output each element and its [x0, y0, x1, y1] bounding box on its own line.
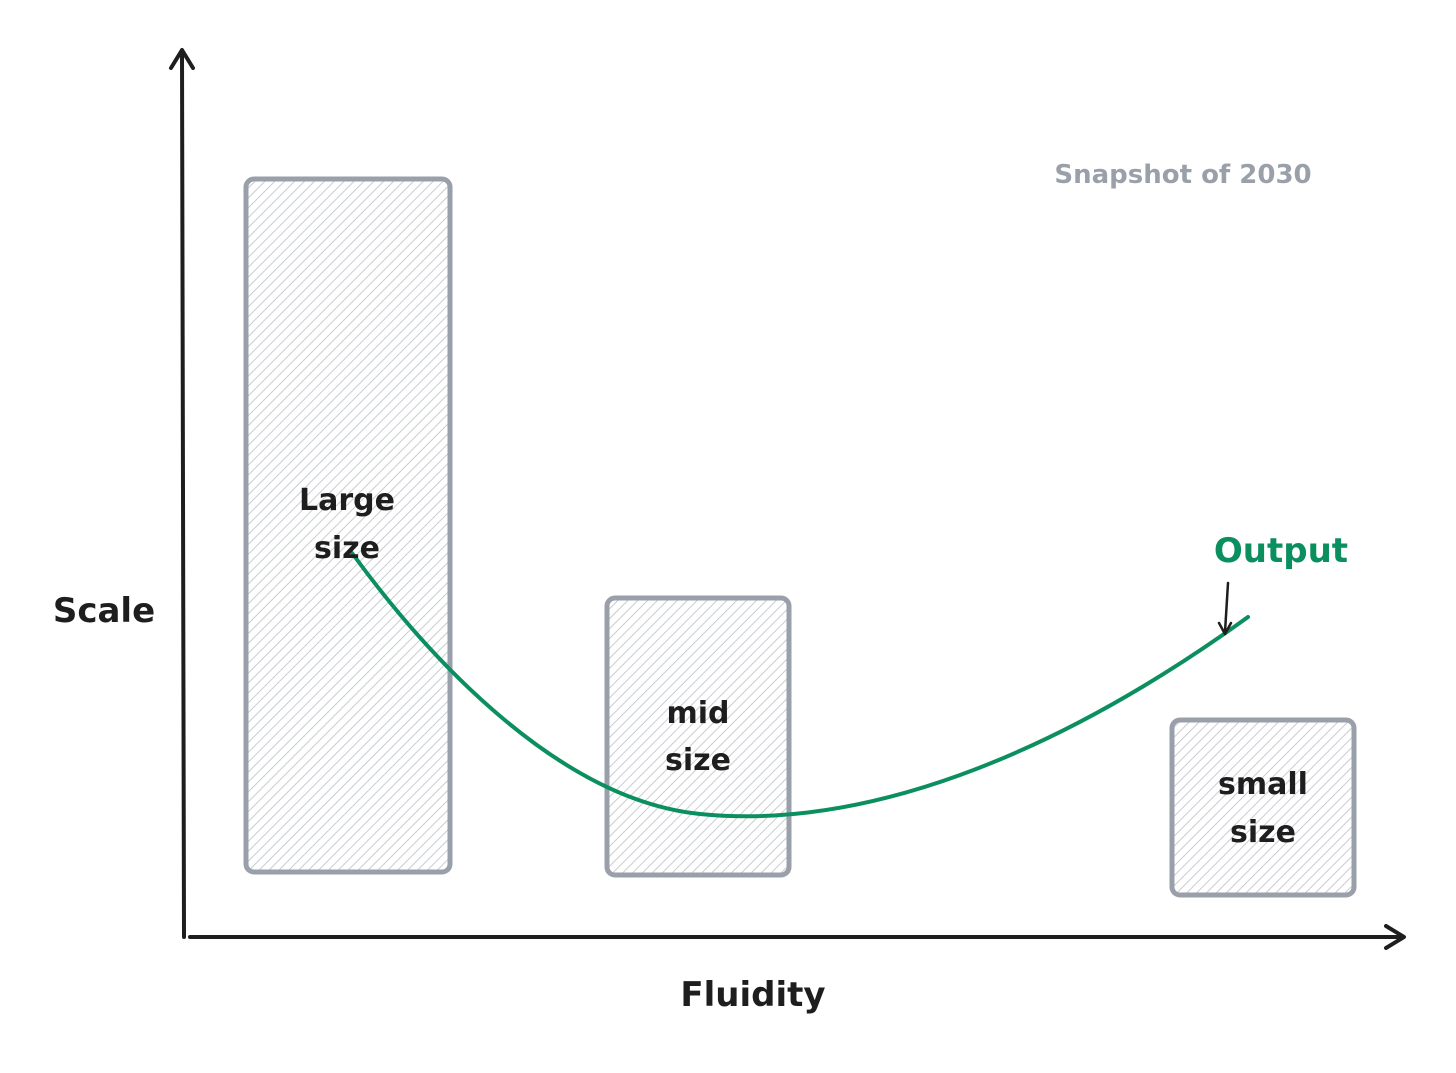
annotation-snapshot: Snapshot of 2030: [1054, 160, 1311, 190]
output-curve: [350, 551, 1250, 819]
box-small-label-line1: small: [1218, 767, 1308, 802]
y-axis: [169, 48, 195, 939]
y-axis-label: Scale: [53, 591, 155, 631]
box-small-size: [1169, 717, 1357, 898]
box-mid-size: [604, 595, 792, 878]
box-mid-label-line2: size: [665, 743, 731, 778]
box-large-label-line2: size: [314, 531, 380, 566]
box-large-size: [243, 176, 453, 875]
output-label: Output: [1214, 531, 1348, 571]
box-small-label-line2: size: [1230, 815, 1296, 850]
x-axis-label: Fluidity: [680, 975, 825, 1015]
output-pointer-arrow: [1217, 581, 1233, 636]
x-axis: [188, 924, 1406, 950]
box-mid-label-line1: mid: [666, 696, 729, 731]
box-large-label-line1: Large: [299, 483, 395, 518]
